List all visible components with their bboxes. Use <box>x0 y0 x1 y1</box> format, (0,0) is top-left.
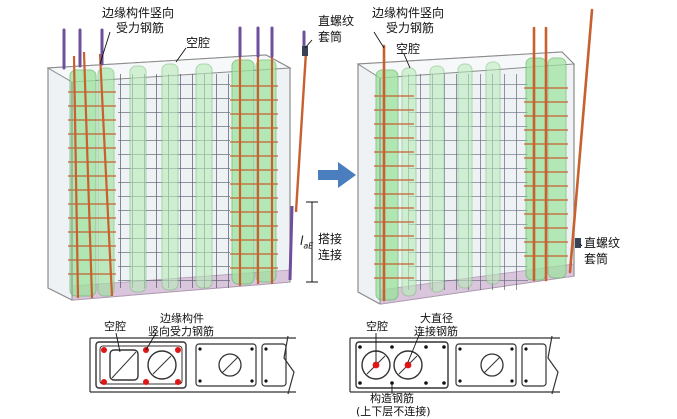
edge-stirrups <box>68 85 278 275</box>
section-right-cavity-label: 空腔 <box>366 320 388 333</box>
section-right-large-bar-label-line1: 大直径 <box>420 312 453 325</box>
right-edge-bar-label-line1: 边缘构件竖向 <box>372 6 445 20</box>
right-sleeve-label-line2: 套筒 <box>584 252 609 266</box>
right-sleeve-bar <box>568 8 594 274</box>
section-right-construct-label-line2: (上下层不连接) <box>356 405 431 418</box>
section-left-cavity-label: 空腔 <box>104 320 126 333</box>
right-section <box>349 335 560 395</box>
sleeve-icon <box>575 238 581 248</box>
section-left-edge-label-line1: 边缘构件 <box>160 312 204 325</box>
left-cavity-label: 空腔 <box>186 36 211 50</box>
left-sleeve-bar <box>288 46 318 283</box>
section-left-edge-label-line2: 竖向受力钢筋 <box>148 325 214 338</box>
right-edge-bar-label-line2: 受力钢筋 <box>386 21 435 35</box>
right-cavity-label: 空腔 <box>396 42 421 56</box>
left-sleeve-label-line1: 直螺纹 <box>318 14 355 28</box>
lap-label-line2: 连接 <box>318 248 343 262</box>
leader-lines <box>99 31 583 394</box>
transition-arrow <box>318 162 356 188</box>
lap-length-symbol: laE <box>300 234 314 251</box>
lap-label-line1: 搭接 <box>318 232 343 246</box>
right-sleeve-label-line1: 直螺纹 <box>584 236 621 250</box>
left-sleeve-label-line2: 套筒 <box>318 30 343 44</box>
large-connecting-bars <box>372 361 412 369</box>
left-edge-bar-label-line2: 受力钢筋 <box>116 21 165 35</box>
left-wall-panel <box>46 26 306 301</box>
right-wall-panel <box>356 26 576 305</box>
left-section <box>89 335 296 395</box>
section-right-construct-label-line1: 构造钢筋 <box>370 392 414 405</box>
section-right-large-bar-label-line2: 连接钢筋 <box>414 325 458 338</box>
sleeve-icon <box>302 46 308 56</box>
left-edge-bar-label-line1: 边缘构件竖向 <box>102 6 175 20</box>
